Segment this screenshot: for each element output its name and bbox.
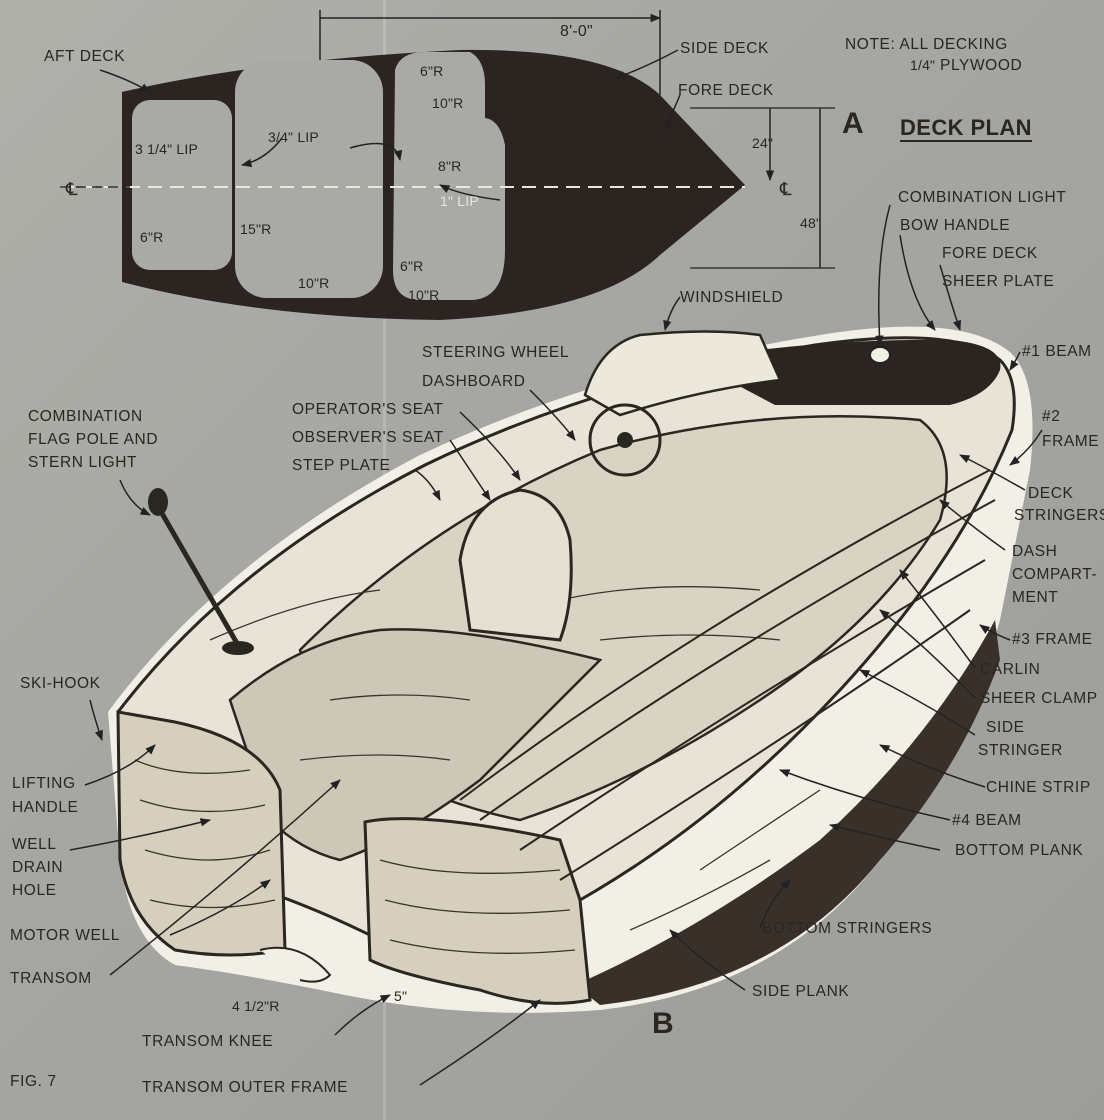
well-drain-label-1: WELL (12, 836, 57, 853)
cockpit-opening (235, 60, 383, 298)
deck-stringers-label-b: STRINGERS (1014, 507, 1104, 524)
sheer-plate-label: SHEER PLATE (942, 273, 1055, 290)
transom-label: TRANSOM (10, 970, 92, 987)
flag-pole-label-1: COMBINATION (28, 408, 143, 425)
radius-15: 15"R (240, 221, 272, 237)
combination-light-label: COMBINATION LIGHT (898, 189, 1067, 206)
decking-note-line1: NOTE: ALL DECKING (845, 36, 1008, 53)
seat-shape (458, 488, 573, 642)
deck-stringers-label-a: DECK (1028, 485, 1074, 502)
centerline-symbol-left: ℄ (66, 179, 78, 199)
figure-number: FIG. 7 (10, 1073, 57, 1090)
ski-hook-label: SKI-HOOK (20, 675, 101, 692)
frame-3-label: #3 FRAME (1012, 631, 1093, 648)
carlin-label: CARLIN (980, 661, 1041, 678)
five-inch-dimension: 5" (394, 988, 408, 1004)
motor-well (228, 628, 603, 862)
transom-knee-label: TRANSOM KNEE (142, 1033, 274, 1050)
windshield-label: WINDSHIELD (680, 289, 784, 306)
side-stringer-label-a: SIDE (986, 719, 1025, 736)
boat-view-letter: B (652, 1007, 674, 1040)
bottom-stringers-label: BOTTOM STRINGERS (762, 920, 933, 937)
transom-outer-frame-label: TRANSOM OUTER FRAME (142, 1079, 349, 1096)
fore-cockpit-opening (393, 52, 505, 300)
frame-2-label-b: FRAME (1042, 433, 1100, 450)
motor-well-label: MOTOR WELL (10, 927, 120, 944)
windshield-shape (583, 330, 782, 417)
lip-mid-label: 3/4" LIP (268, 129, 319, 145)
step-plate-label: STEP PLATE (292, 457, 391, 474)
sheer-clamp-label: SHEER CLAMP (980, 690, 1098, 707)
side-stringer-label-b: STRINGER (978, 742, 1063, 759)
bow-handle-label: BOW HANDLE (900, 217, 1011, 234)
operators-seat-label: OPERATOR'S SEAT (292, 401, 444, 418)
radius-6-aft: 6"R (140, 229, 164, 245)
dash-compartment-label-b: COMPART- (1012, 566, 1098, 583)
transom-block-left (116, 710, 287, 957)
radius-6-bottom: 6"R (400, 258, 424, 274)
lifting-handle-label-1: LIFTING (12, 775, 76, 792)
wood-grain (134, 586, 821, 954)
well-drain-label-3: HOLE (12, 882, 57, 899)
radius-10-bottom-a: 10"R (298, 275, 330, 291)
steering-wheel-shape (588, 403, 662, 477)
fore-deck-label-b: FORE DECK (942, 245, 1038, 262)
dash-compartment-label-a: DASH (1012, 543, 1058, 560)
aft-cockpit-opening (132, 100, 232, 270)
dashboard-label: DASHBOARD (422, 373, 526, 390)
deck-plan-letter: A (842, 107, 864, 140)
side-deck-label: SIDE DECK (680, 40, 769, 57)
bottom-plank-label: BOTTOM PLANK (955, 842, 1084, 859)
radius-10-bottom-b: 10"R (408, 287, 440, 303)
flag-pole-label-2: FLAG POLE AND (28, 431, 159, 448)
chine-strip-label: CHINE STRIP (986, 779, 1091, 796)
length-dimension: 8'-0" (560, 23, 593, 40)
boat-drawing (108, 326, 1033, 1013)
deck-plan-title: DECK PLAN (900, 115, 1032, 140)
steering-wheel-label: STEERING WHEEL (422, 344, 570, 361)
decking-note-fraction: 1/4" (910, 57, 936, 73)
decking-note-line2: PLYWOOD (940, 57, 1023, 74)
lip-fore-label: 1" LIP (440, 193, 479, 209)
flag-pole-label-3: STERN LIGHT (28, 454, 138, 471)
fore-deck-label-a: FORE DECK (678, 82, 774, 99)
radius-6-top: 6"R (420, 63, 444, 79)
width-half-dimension: 24" (752, 135, 774, 151)
frame-2-label-a: #2 (1042, 408, 1061, 425)
transom-block-right (363, 817, 592, 1005)
lifting-handle-label-2: HANDLE (12, 799, 79, 816)
beam-1-label: #1 BEAM (1022, 343, 1092, 360)
transom-radius-label: 4 1/2"R (232, 998, 280, 1014)
lip-aft-label: 3 1/4" LIP (135, 141, 199, 157)
flag-pole (157, 508, 241, 647)
deck-plan-drawing (60, 10, 835, 320)
well-drain-label-2: DRAIN (12, 859, 64, 876)
aft-deck-label: AFT DECK (44, 48, 126, 65)
centerline-symbol-right: ℄ (780, 179, 792, 199)
observers-seat-label: OBSERVER'S SEAT (292, 429, 444, 446)
dash-compartment-label-c: MENT (1012, 589, 1059, 606)
width-full-dimension: 48" (800, 215, 822, 231)
radius-10-top: 10"R (432, 95, 464, 111)
beam-4-label: #4 BEAM (952, 812, 1022, 829)
sheer-lines (459, 469, 996, 881)
radius-8: 8"R (438, 158, 462, 174)
boat-leaders (69, 204, 1043, 1086)
side-plank-label: SIDE PLANK (752, 983, 850, 1000)
